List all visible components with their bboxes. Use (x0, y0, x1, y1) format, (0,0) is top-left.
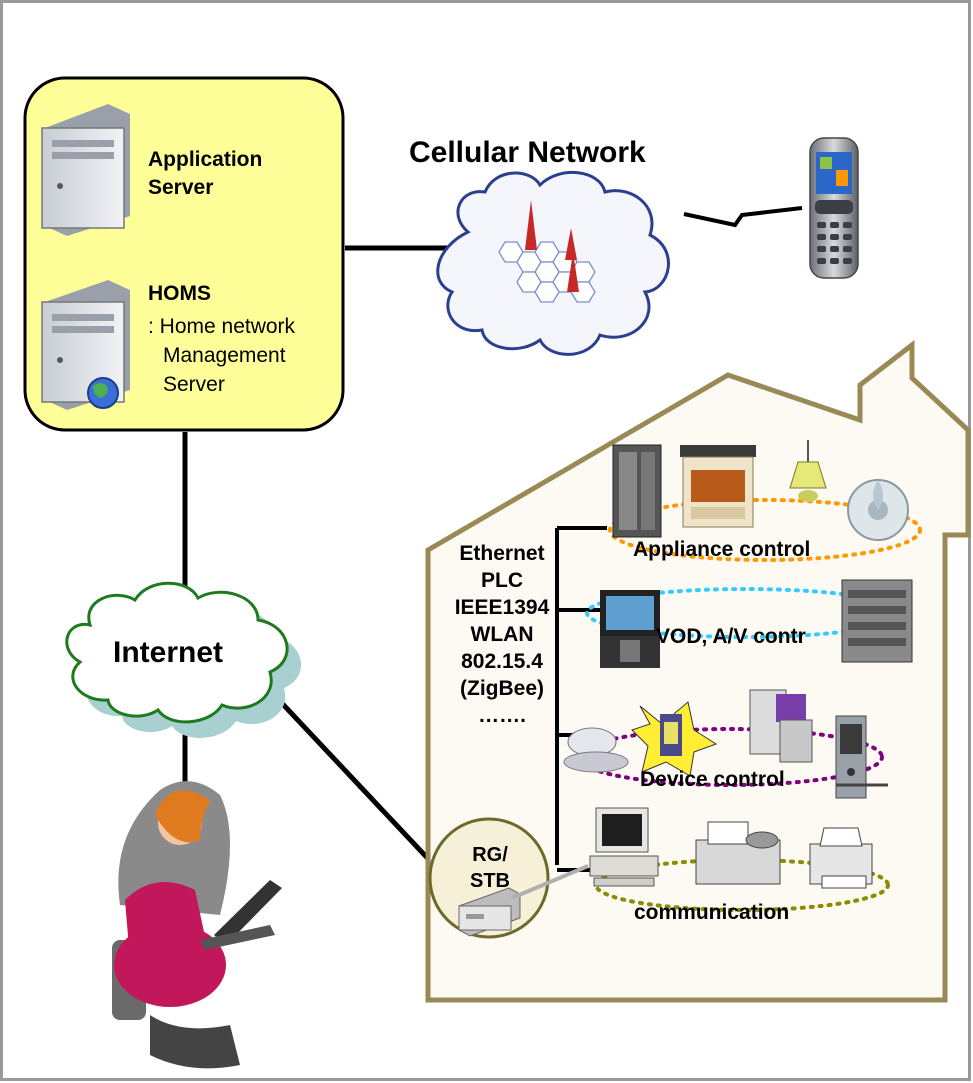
oven-icon (680, 445, 756, 528)
gateway-label: RG/ STB (466, 842, 514, 894)
homs-server-icon (41, 280, 130, 410)
cellular-cloud (436, 170, 670, 356)
appliance-ring (608, 498, 922, 562)
communication-ring (594, 858, 890, 912)
communication-label: communication (634, 901, 790, 924)
homs-description-line3: Server (163, 373, 225, 396)
av-rack-icon (841, 579, 913, 663)
application-server-label-line1: Application (148, 148, 263, 171)
gateway-label-line2: STB (470, 870, 510, 892)
homs-description-line1: : Home network (148, 315, 296, 338)
internet-label: Internet (113, 636, 224, 669)
protocol-item: Ethernet (459, 542, 545, 565)
printer-icon (809, 827, 873, 889)
application-server-label: Application Server (148, 146, 262, 202)
pc-tower-icon (749, 689, 813, 763)
vod-av-control-label: VOD, A/V contr (656, 625, 806, 648)
internet-cloud (65, 581, 302, 738)
protocol-item: 802.15.4 (461, 650, 543, 673)
protocol-item: IEEE1394 (454, 596, 550, 619)
gateway-icon (428, 817, 589, 939)
application-server-label-line2: Server (148, 176, 214, 199)
user-with-laptop-icon (112, 781, 282, 1069)
sensor-icon (563, 727, 629, 773)
protocol-list: Ethernet PLC IEEE1394 WLAN 802.15.4 (Zig… (442, 540, 562, 729)
protocol-item: (ZigBee) (460, 677, 544, 700)
mobile-phone-icon (809, 137, 859, 279)
gateway-label-line1: RG/ (472, 844, 508, 866)
protocol-item: WLAN (470, 623, 534, 646)
homs-description-line2: Management (163, 344, 286, 367)
application-server-icon (41, 104, 130, 236)
wireless-link-bolt (683, 206, 803, 228)
device-control-label: Device control (640, 768, 785, 791)
computer-icon (589, 807, 659, 887)
protocol-item: ……. (478, 704, 526, 727)
door-lock-icon (835, 715, 888, 799)
protocol-item: PLC (481, 569, 523, 592)
fax-machine-icon (695, 821, 781, 885)
homs-description: : Home network Management Server (148, 312, 295, 399)
cellular-network-label: Cellular Network (409, 136, 646, 169)
refrigerator-icon (612, 444, 662, 538)
tv-icon (600, 590, 660, 668)
fan-icon (847, 479, 909, 541)
alarm-light-icon (631, 701, 718, 777)
appliance-control-label: Appliance control (633, 538, 811, 561)
lamp-icon (789, 440, 827, 502)
homs-label: HOMS (148, 282, 211, 305)
